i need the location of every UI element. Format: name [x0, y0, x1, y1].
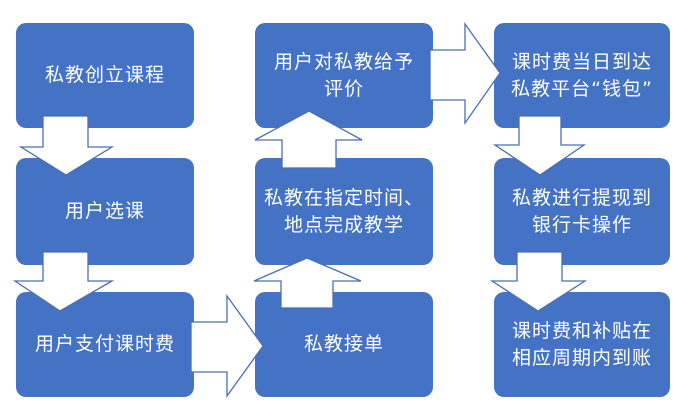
step-create-course: 私教创立课程: [16, 23, 194, 128]
arrow-right-icon: [190, 293, 264, 399]
step-label: 用户选课: [64, 200, 145, 222]
arrow-down-icon: [489, 251, 588, 312]
step-trainer-complete-teaching: 私教在指定时间、 地点完成教学: [255, 158, 433, 265]
arrow-up-icon: [254, 110, 363, 169]
step-label: 课时费当日到达 私教平台“钱包”: [511, 50, 653, 100]
step-fee-subsidy-settled: 课时费和补贴在 相应周期内到账: [494, 292, 670, 397]
step-label: 私教接单: [303, 333, 384, 355]
step-fee-arrive-wallet: 课时费当日到达 私教平台“钱包”: [494, 23, 670, 128]
step-user-pay-fee: 用户支付课时费: [16, 292, 194, 397]
arrow-right-icon: [429, 21, 501, 126]
step-user-rate-trainer: 用户对私教给予 评价: [255, 23, 433, 128]
step-withdraw-to-bank: 私教进行提现到 银行卡操作: [494, 158, 670, 265]
step-label: 私教创立课程: [44, 64, 165, 86]
step-label: 用户支付课时费: [34, 333, 175, 355]
arrow-up-icon: [253, 257, 362, 309]
step-trainer-accept-order: 私教接单: [255, 292, 433, 397]
step-label: 用户对私教给予 评价: [273, 50, 414, 100]
step-label: 课时费和补贴在 相应周期内到账: [511, 319, 652, 369]
arrow-down-icon: [18, 115, 115, 176]
arrow-down-icon: [492, 115, 587, 176]
step-label: 私教在指定时间、 地点完成教学: [263, 186, 424, 236]
step-user-select-course: 用户选课: [16, 158, 194, 265]
step-label: 私教进行提现到 银行卡操作: [511, 186, 652, 236]
arrow-down-icon: [12, 251, 115, 312]
